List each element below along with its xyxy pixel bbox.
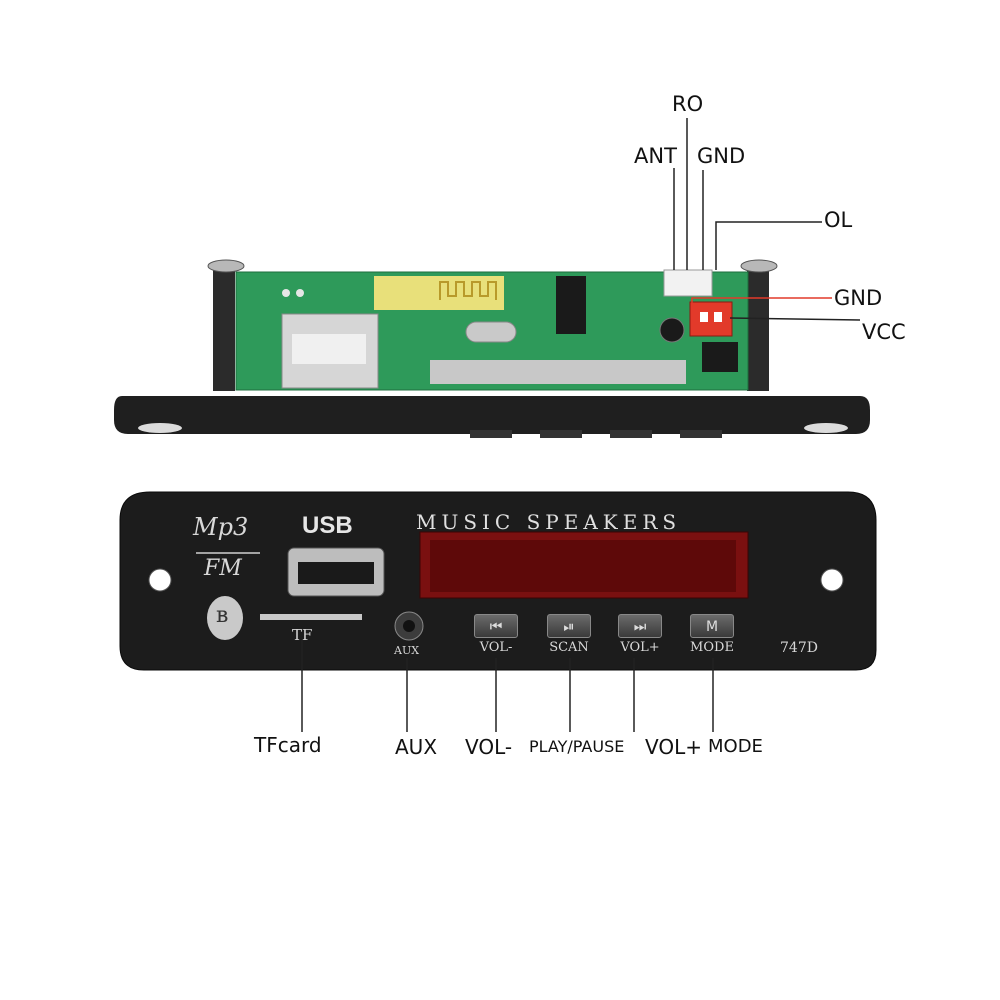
scan-panel-label: SCAN (549, 640, 589, 655)
vol-minus-button[interactable]: ⏮ (474, 614, 518, 638)
right-standoff (747, 266, 769, 391)
callout-tfcard: TFcard (254, 733, 322, 757)
bluetooth-badge (207, 596, 243, 640)
black-connector (702, 342, 738, 372)
white-connector (663, 269, 713, 297)
callout-aux: AUX (395, 735, 438, 759)
callout-gnd-red: GND (834, 286, 883, 310)
bt-antenna-trace (439, 281, 497, 300)
capacitor (659, 317, 685, 343)
crystal (465, 321, 517, 343)
usb-label: USB (302, 512, 353, 539)
top-bezel (114, 396, 870, 434)
left-standoff (213, 266, 235, 391)
callout-vcc: VCC (862, 320, 906, 344)
left-mount-hole (148, 568, 172, 592)
right-mount-hole (820, 568, 844, 592)
vol-plus-button[interactable]: ⏭ (618, 614, 662, 638)
board-ribbon (430, 360, 686, 384)
aux-panel-label: AUX (394, 644, 420, 657)
red-connector (689, 301, 733, 337)
callout-mode: MODE (708, 736, 763, 757)
callout-play-pause: PLAY/PAUSE (529, 737, 625, 756)
logo-fm: FM (204, 556, 242, 581)
panel-title: MUSIC SPEAKERS (416, 510, 682, 534)
scan-button[interactable]: ⏯ (547, 614, 591, 638)
callout-vol-plus: VOL+ (645, 735, 702, 759)
callout-vol-minus: VOL- (465, 735, 513, 759)
vol-plus-panel-label: VOL+ (620, 640, 660, 655)
right-screw-head (740, 259, 778, 273)
logo-mp3: Mp3 (193, 513, 249, 541)
callout-ro: RO (672, 92, 704, 116)
callout-ant: ANT (634, 144, 677, 168)
tf-label: TF (292, 626, 313, 644)
model-label: 747D (780, 640, 818, 656)
left-screw-head (207, 259, 245, 273)
vol-minus-panel-label: VOL- (479, 640, 513, 655)
mode-button[interactable]: M (690, 614, 734, 638)
mode-panel-label: MODE (690, 640, 734, 655)
ic-chip (556, 276, 586, 334)
bluetooth-icon: ʙ (216, 603, 229, 628)
tf-slot (260, 614, 362, 620)
callout-ol: OL (824, 208, 853, 232)
callout-gnd-top: GND (697, 144, 746, 168)
